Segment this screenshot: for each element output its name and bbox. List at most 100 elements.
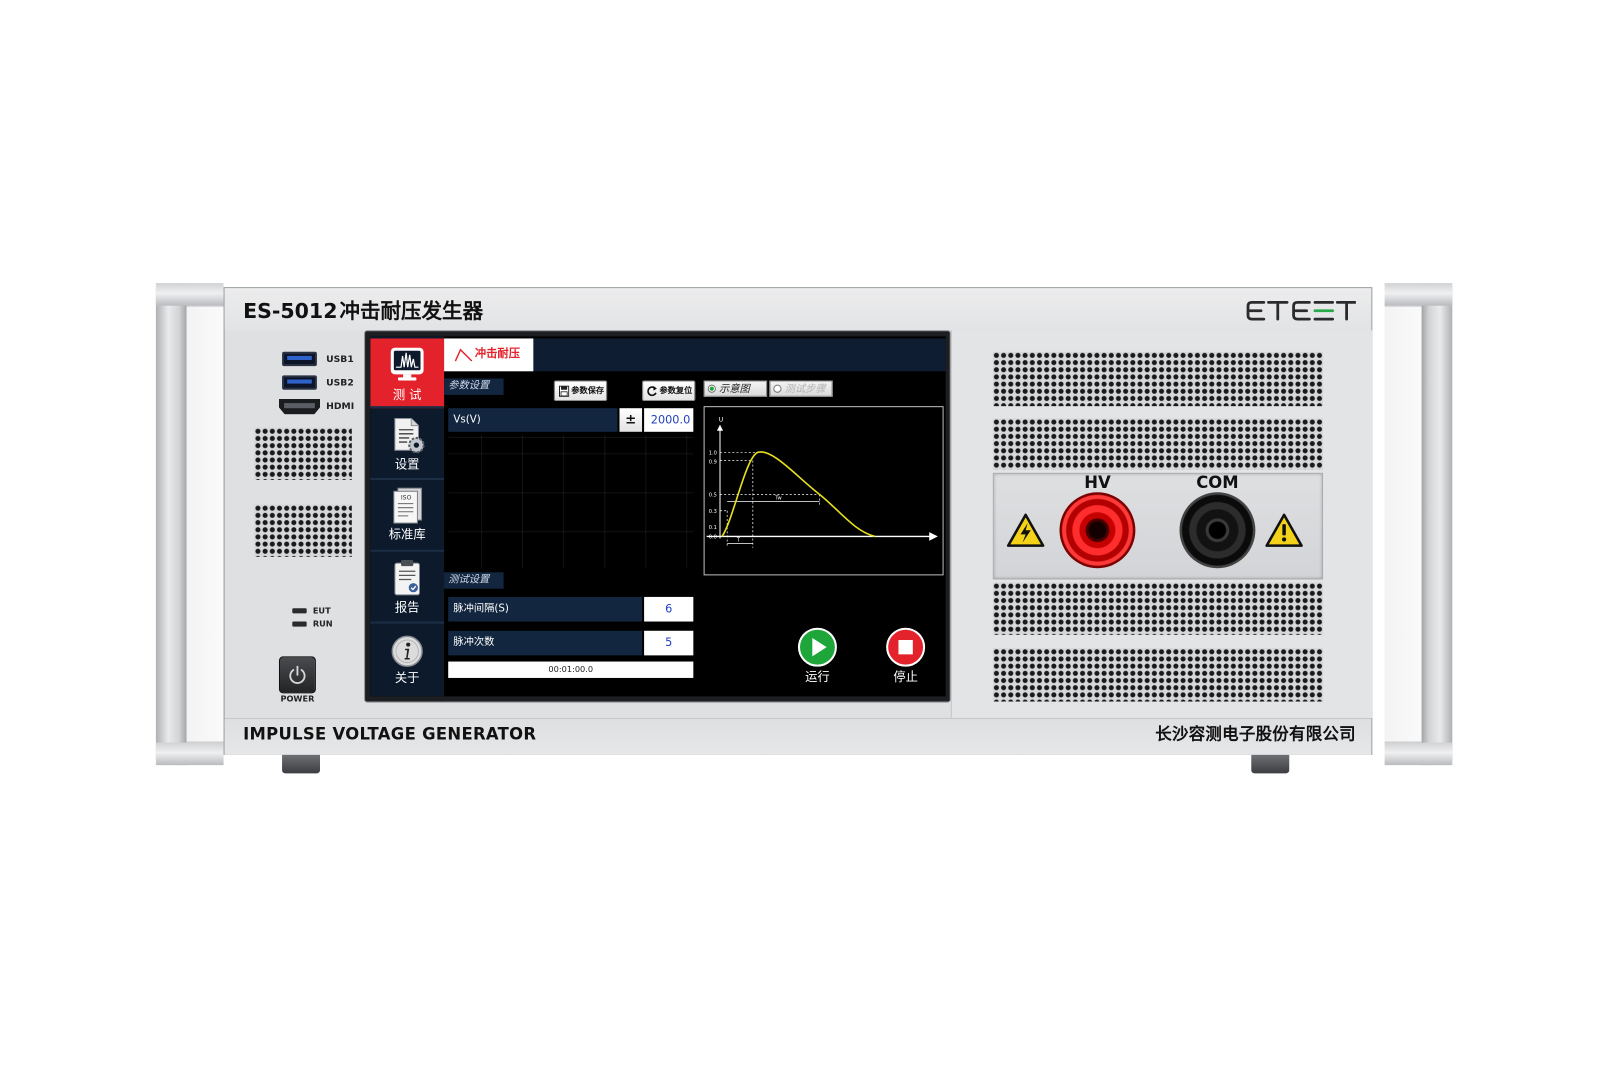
radio-selected-icon — [707, 384, 716, 393]
caution-warning-icon — [1265, 513, 1303, 547]
com-terminal — [1179, 492, 1256, 569]
power-icon — [289, 665, 306, 684]
view-option-diagram[interactable]: 示意图 — [703, 380, 768, 397]
sidebar-item-label: 设置 — [394, 457, 420, 472]
run-button[interactable] — [797, 627, 837, 667]
sidebar-item-settings[interactable]: 设置 — [370, 410, 445, 480]
polarity-toggle-button[interactable]: ± — [619, 408, 643, 432]
iso-icon-text: ISO — [401, 494, 412, 501]
y-tick-label: 0.1 — [709, 525, 717, 531]
save-label: 参数保存 — [571, 385, 605, 395]
waveform-diagram-svg: U 1.0 0.9 0.5 0.3 0.1 0.0 — [706, 417, 938, 548]
sidebar-item-standards[interactable]: ISO 标准库 — [370, 482, 445, 552]
timer-text: 00:01:00.0 — [548, 664, 594, 674]
high-voltage-warning-icon — [1006, 513, 1045, 547]
title-band — [224, 288, 1372, 331]
test-progress-bar: 00:01:00.0 — [448, 661, 694, 678]
reset-params-button[interactable]: 参数复位 — [642, 380, 696, 402]
usb1-port — [282, 351, 317, 367]
tab-label: 冲击耐压 — [474, 346, 520, 360]
sidebar-item-label: 报告 — [394, 599, 420, 615]
reference-lines — [719, 451, 820, 548]
reset-label: 参数复位 — [659, 385, 693, 395]
pulse-count-label: 脉冲次数 — [448, 630, 643, 656]
background-grid — [448, 434, 694, 569]
save-params-button[interactable]: 参数保存 — [553, 380, 608, 402]
pulse-interval-input[interactable]: 6 — [644, 596, 694, 622]
front-time-label: T — [736, 538, 741, 544]
left-rack-handle — [155, 283, 224, 766]
test-monitor-icon — [390, 347, 424, 381]
tab-impulse-withstand[interactable]: 冲击耐压 — [444, 338, 534, 372]
y-axis-label: U — [719, 417, 723, 424]
usb2-label: USB2 — [326, 378, 354, 389]
stop-icon — [898, 639, 913, 655]
eut-led — [292, 608, 307, 614]
right-foot — [1251, 754, 1290, 774]
left-foot — [282, 754, 320, 774]
play-icon — [812, 637, 827, 657]
hv-terminal — [1059, 492, 1136, 569]
hdmi-port — [278, 398, 320, 415]
sidebar-item-label: 测 试 — [392, 387, 422, 403]
power-label: POWER — [280, 694, 315, 704]
param-section-title: 参数设置 — [444, 378, 504, 395]
usb1-label: USB1 — [326, 354, 354, 366]
y-tick-label: 0.9 — [709, 460, 717, 466]
run-label: 运行 — [805, 669, 830, 685]
power-button[interactable] — [278, 656, 316, 694]
hdmi-label: HDMI — [326, 402, 355, 413]
right-vent-2 — [992, 418, 1324, 470]
view-option-test-steps[interactable]: 测试步骤 — [769, 380, 833, 397]
com-label: COM — [1196, 472, 1239, 493]
sidebar-item-label: 关于 — [394, 670, 420, 686]
right-vent-4 — [992, 648, 1324, 702]
save-icon — [558, 385, 570, 397]
y-tick-label: 0.0 — [709, 534, 717, 540]
voltage-input[interactable]: 2000.0 — [644, 408, 694, 432]
sidebar-item-test[interactable]: 测 试 — [370, 338, 445, 409]
view-option-label: 示意图 — [718, 383, 750, 395]
company-name: 长沙容测电子股份有限公司 — [1155, 724, 1356, 744]
hv-label: HV — [1084, 472, 1111, 493]
touch-screen: 测 试 设置 ISO 标准库 — [370, 336, 946, 697]
right-rack-handle — [1384, 283, 1453, 766]
left-vent-upper — [254, 427, 352, 480]
pulse-count-input[interactable]: 5 — [644, 630, 694, 656]
voltage-label: Vs(V) — [448, 408, 618, 432]
product-subtitle: IMPULSE VOLTAGE GENERATOR — [243, 724, 537, 744]
usb2-port — [282, 375, 317, 390]
y-tick-label: 1.0 — [709, 450, 717, 456]
impulse-waveform-curve — [721, 451, 876, 538]
time-markers — [727, 501, 820, 544]
waveform-diagram: U 1.0 0.9 0.5 0.3 0.1 0.0 — [703, 406, 944, 576]
standards-library-icon: ISO — [393, 487, 423, 524]
terminal-panel — [992, 472, 1324, 580]
sidebar: 测 试 设置 ISO 标准库 — [370, 336, 445, 697]
left-vent-lower — [254, 504, 352, 557]
pulse-width-label: Tw — [774, 495, 781, 501]
device-name: 冲击耐压发生器 — [339, 298, 484, 324]
eut-label: EUT — [312, 606, 331, 616]
reset-icon — [647, 386, 657, 397]
right-vent-1 — [992, 351, 1324, 407]
sidebar-item-report[interactable]: 报告 — [370, 554, 445, 624]
stop-label: 停止 — [893, 669, 918, 685]
test-section-title: 测试设置 — [444, 572, 504, 589]
run-indicator-label: RUN — [312, 619, 333, 629]
etest-logo — [1246, 301, 1356, 321]
y-tick-label: 0.3 — [709, 509, 717, 515]
model-number: ES-5012 — [243, 298, 338, 324]
info-icon — [391, 635, 423, 667]
bottom-band — [224, 717, 1372, 755]
radio-unselected-icon — [773, 384, 782, 393]
settings-document-icon — [394, 417, 425, 454]
report-clipboard-icon — [394, 559, 420, 596]
sidebar-item-label: 标准库 — [388, 527, 426, 542]
sidebar-item-about[interactable]: 关于 — [370, 624, 444, 694]
view-option-label: 测试步骤 — [784, 383, 826, 395]
right-vent-3 — [992, 582, 1324, 635]
stop-button[interactable] — [886, 627, 926, 667]
pulse-interval-label: 脉冲间隔(S) — [448, 596, 643, 622]
